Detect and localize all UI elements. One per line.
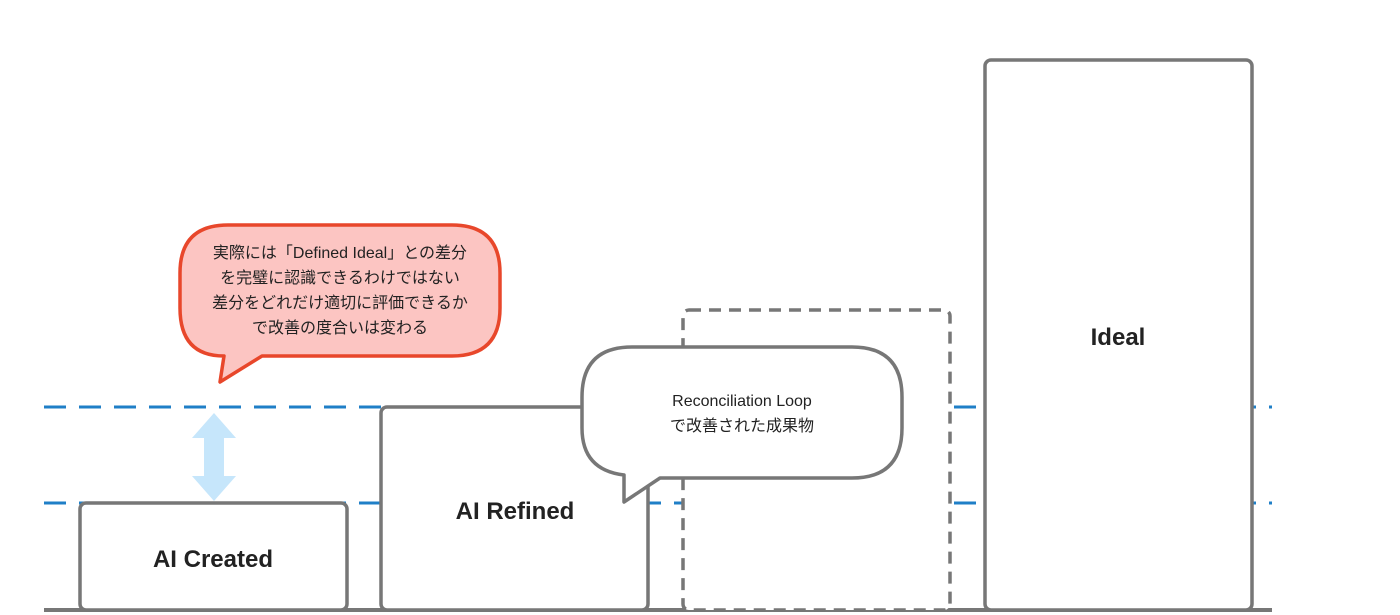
callout-reconciliation-line-1: Reconciliation Loop: [672, 393, 812, 410]
gap-double-arrow: [192, 413, 236, 501]
callout-reconciliation-loop: Reconciliation Loop で改善された成果物: [580, 345, 904, 504]
callout-difference-line-2: を完璧に認識できるわけではない: [220, 268, 460, 287]
callout-difference: 実際には「Defined Ideal」との差分 を完璧に認識できるわけではない …: [178, 223, 502, 384]
box-ai-created-label: AI Created: [153, 546, 273, 573]
box-ai-refined: AI Refined: [379, 405, 650, 612]
box-ai-refined-label: AI Refined: [456, 498, 575, 525]
callout-difference-line-3: 差分をどれだけ適切に評価できるか: [212, 294, 468, 312]
callout-reconciliation-line-2: で改善された成果物: [670, 417, 814, 435]
box-ideal: Ideal: [983, 58, 1254, 612]
callout-difference-line-4: で改善の度合いは変わる: [252, 319, 428, 337]
box-ai-created: AI Created: [78, 501, 349, 612]
box-ideal-label: Ideal: [1091, 324, 1146, 351]
callout-difference-line-1: 実際には「Defined Ideal」との差分: [213, 244, 467, 262]
